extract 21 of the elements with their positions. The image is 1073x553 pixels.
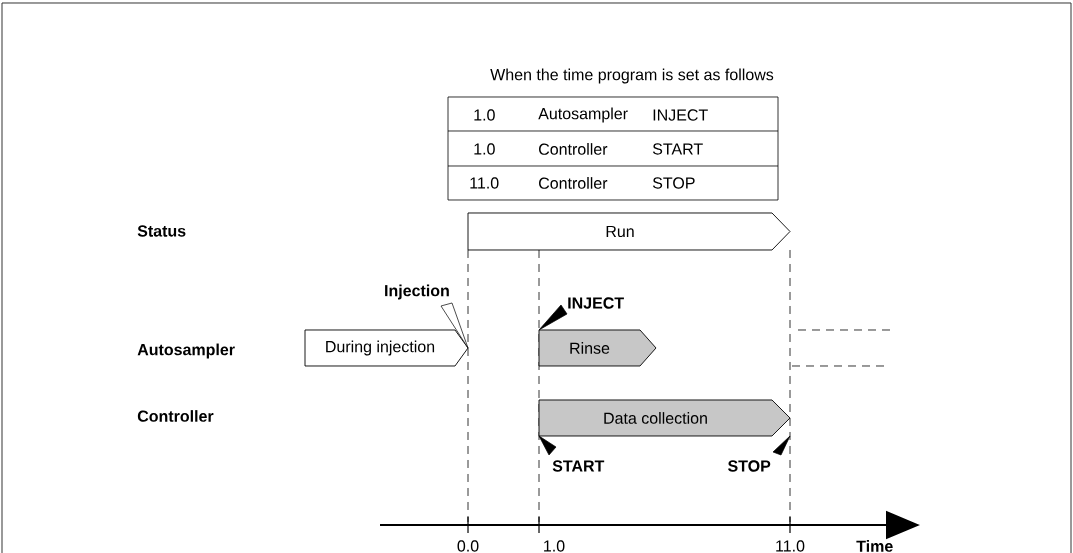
table-entry: STOP: [652, 177, 695, 189]
table-entry: START: [652, 143, 703, 155]
table-entry: Controller: [539, 177, 608, 189]
table-entry: Autosampler: [538, 107, 628, 123]
tick-label: 11.0: [776, 540, 805, 552]
row-label: Controller: [137, 410, 214, 422]
table-entry: Controller: [539, 143, 608, 155]
table-entry: 11.0: [470, 177, 499, 189]
event-label: INJECT: [568, 297, 624, 309]
table-heading: When the time program is set as follows: [490, 68, 774, 84]
event-label: START: [552, 460, 605, 472]
event-label: Injection: [385, 284, 449, 300]
event-label: STOP: [728, 460, 771, 472]
row-label: Autosampler: [137, 343, 235, 359]
axis-label: Time: [856, 540, 893, 552]
table-entry: INJECT: [653, 109, 708, 121]
tick-label: 0.0: [457, 540, 479, 552]
row-label: Status: [137, 225, 186, 237]
table-entry: 1.0: [474, 143, 495, 155]
tick-label: 1.0: [544, 540, 565, 552]
table-entry: 1.0: [474, 109, 495, 121]
